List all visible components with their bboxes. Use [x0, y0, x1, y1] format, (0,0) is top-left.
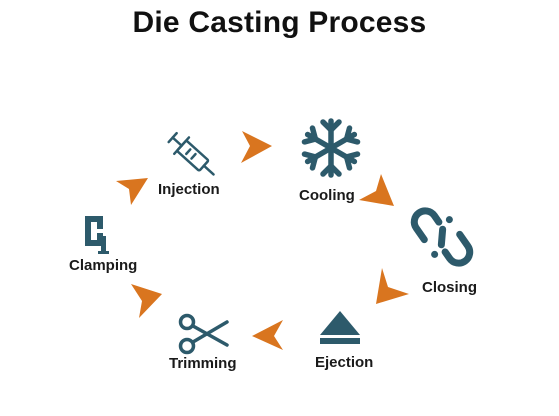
- diagram-title: Die Casting Process: [132, 6, 427, 39]
- step-label-ejection: Ejection: [315, 354, 374, 371]
- step-label-clamping: Clamping: [69, 257, 138, 274]
- syringe-icon: [167, 131, 215, 176]
- step-label-trimming: Trimming: [169, 355, 237, 372]
- clamp-icon: [85, 216, 109, 254]
- arrow-trimming-to-clamping: [131, 284, 162, 318]
- arrow-cooling-to-closing: [359, 174, 394, 206]
- arrow-closing-to-ejection: [376, 268, 409, 304]
- arrow-ejection-to-trimming: [252, 320, 283, 350]
- step-label-cooling: Cooling: [299, 187, 355, 204]
- snowflake-icon: [301, 118, 361, 178]
- step-label-closing: Closing: [422, 279, 477, 296]
- arrow-injection-to-cooling: [241, 131, 272, 163]
- link-icon: [410, 207, 474, 267]
- step-label-injection: Injection: [158, 181, 220, 198]
- scissors-icon: [178, 313, 229, 355]
- arrow-clamping-to-injection: [116, 178, 148, 205]
- eject-icon: [320, 311, 360, 344]
